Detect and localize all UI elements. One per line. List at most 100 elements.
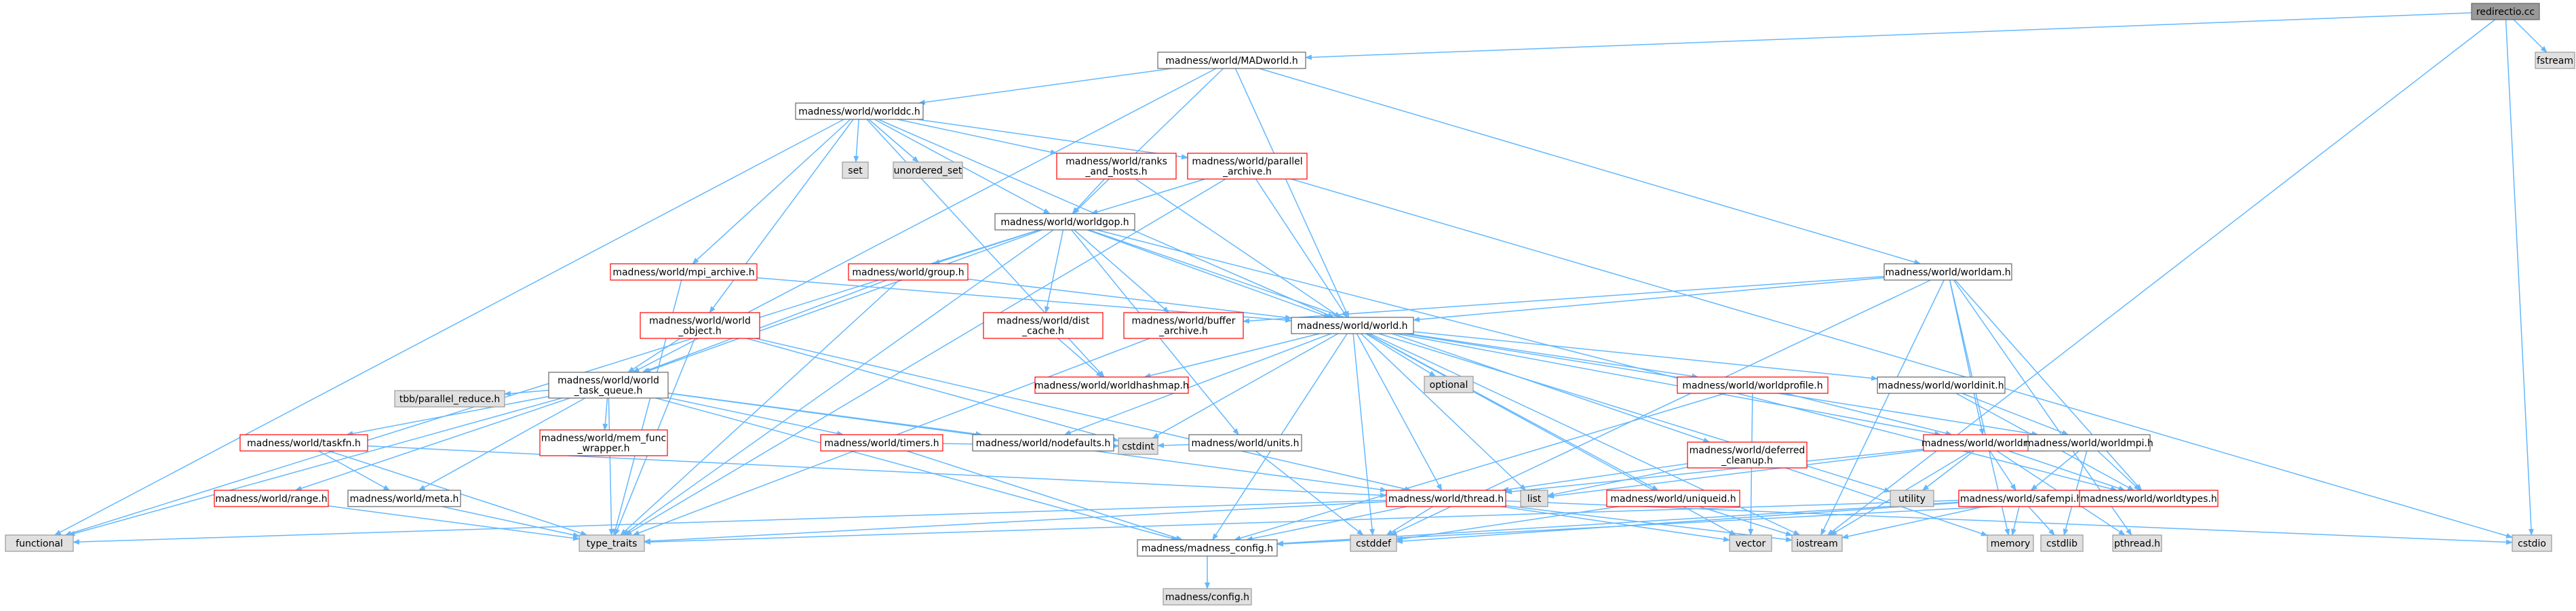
node-box-worldam[interactable] (1884, 263, 2012, 281)
node-box-cstdint[interactable] (1118, 437, 1158, 455)
node-optional[interactable]: optional (1424, 376, 1474, 393)
node-box-mpi_archive[interactable] (610, 263, 758, 281)
node-nodefaults[interactable]: madness/world/nodefaults.h (972, 434, 1114, 452)
edge-world_object-to-world_task_queue (627, 338, 681, 373)
node-box-worldprofile[interactable] (1677, 376, 1829, 394)
node-mem_func[interactable]: madness/world/mem_func_wrapper.h (539, 429, 668, 456)
node-box-worldinit[interactable] (1877, 376, 2006, 394)
node-memory[interactable]: memory (1987, 534, 2034, 552)
node-box-parallel_archive[interactable] (1187, 153, 1308, 180)
node-box-world[interactable] (1291, 317, 1414, 334)
node-box-worldmpi[interactable] (2027, 434, 2151, 452)
node-box-uniqueid[interactable] (1606, 490, 1740, 507)
node-madworld[interactable]: madness/world/MADworld.h (1157, 52, 1306, 69)
node-box-functional[interactable] (5, 534, 74, 552)
node-box-unordered_set[interactable] (893, 161, 963, 179)
node-box-dist_cache[interactable] (983, 312, 1104, 339)
node-fstream[interactable]: fstream (2535, 52, 2575, 69)
node-world_object[interactable]: madness/world/world_object.h (640, 312, 760, 339)
node-mpi_archive[interactable]: madness/world/mpi_archive.h (610, 263, 758, 281)
node-box-worlddc[interactable] (795, 102, 924, 120)
node-utility[interactable]: utility (1890, 490, 1934, 507)
node-dist_cache[interactable]: madness/world/dist_cache.h (983, 312, 1104, 339)
node-madness_config[interactable]: madness/madness_config.h (1137, 539, 1278, 557)
node-box-cstdio[interactable] (2512, 534, 2552, 552)
node-box-deferred_cleanup[interactable] (1687, 441, 1808, 469)
node-box-config[interactable] (1163, 588, 1252, 606)
node-thread[interactable]: madness/world/thread.h (1386, 490, 1506, 507)
node-box-memory[interactable] (1987, 534, 2034, 552)
node-box-cstdlib[interactable] (2040, 534, 2084, 552)
node-box-tbb[interactable] (394, 390, 505, 408)
node-box-worldgop[interactable] (994, 213, 1135, 231)
node-buffer_archive[interactable]: madness/world/buffer_archive.h (1123, 312, 1244, 339)
node-vector[interactable]: vector (1729, 534, 1772, 552)
node-worldtypes[interactable]: madness/world/worldtypes.h (2079, 490, 2219, 507)
node-type_traits[interactable]: type_traits (579, 534, 645, 552)
node-box-redirectio[interactable] (2471, 3, 2540, 20)
node-box-madness_config[interactable] (1137, 539, 1278, 557)
node-redirectio[interactable]: redirectio.cc (2471, 3, 2540, 20)
node-uniqueid[interactable]: madness/world/uniqueid.h (1606, 490, 1740, 507)
node-box-nodefaults[interactable] (972, 434, 1114, 452)
node-box-world_object[interactable] (640, 312, 760, 339)
node-box-type_traits[interactable] (579, 534, 645, 552)
node-worldprofile[interactable]: madness/world/worldprofile.h (1677, 376, 1829, 394)
node-cstdint[interactable]: cstdint (1118, 437, 1158, 455)
node-pthread[interactable]: pthread.h (2112, 534, 2162, 552)
node-box-meta[interactable] (347, 490, 461, 507)
node-box-mem_func[interactable] (539, 429, 668, 456)
node-box-madworld[interactable] (1157, 52, 1306, 69)
node-box-set[interactable] (842, 161, 869, 179)
node-meta[interactable]: madness/world/meta.h (347, 490, 461, 507)
node-box-timers[interactable] (820, 434, 943, 452)
node-taskfn[interactable]: madness/world/taskfn.h (239, 434, 368, 452)
node-box-thread[interactable] (1386, 490, 1506, 507)
node-unordered_set[interactable]: unordered_set (893, 161, 963, 179)
node-box-fstream[interactable] (2535, 52, 2575, 69)
node-box-world_task_queue[interactable] (548, 372, 669, 399)
node-config[interactable]: madness/config.h (1163, 588, 1252, 606)
node-box-units[interactable] (1188, 434, 1302, 452)
node-box-worldtypes[interactable] (2079, 490, 2219, 507)
node-worlddc[interactable]: madness/world/worlddc.h (795, 102, 924, 120)
node-deferred_cleanup[interactable]: madness/world/deferred_cleanup.h (1687, 441, 1808, 469)
node-box-taskfn[interactable] (239, 434, 368, 452)
node-parallel_archive[interactable]: madness/world/parallel_archive.h (1187, 153, 1308, 180)
node-worldinit[interactable]: madness/world/worldinit.h (1877, 376, 2006, 394)
node-box-worldhashmap[interactable] (1034, 376, 1189, 394)
node-functional[interactable]: functional (5, 534, 74, 552)
node-box-group[interactable] (848, 263, 969, 281)
node-timers[interactable]: madness/world/timers.h (820, 434, 943, 452)
node-box-safempi[interactable] (1958, 490, 2084, 507)
node-tbb[interactable]: tbb/parallel_reduce.h (394, 390, 505, 408)
node-group[interactable]: madness/world/group.h (848, 263, 969, 281)
node-ranks[interactable]: madness/world/ranks_and_hosts.h (1056, 153, 1177, 180)
node-worldam[interactable]: madness/world/worldam.h (1884, 263, 2012, 281)
edge-world_task_queue-to-type_traits (608, 397, 614, 536)
node-cstddef[interactable]: cstddef (1350, 534, 1397, 552)
node-box-vector[interactable] (1729, 534, 1772, 552)
node-worldgop[interactable]: madness/world/worldgop.h (994, 213, 1135, 231)
node-worldhashmap[interactable]: madness/world/worldhashmap.h (1034, 376, 1189, 394)
node-range[interactable]: madness/world/range.h (214, 490, 329, 507)
node-set[interactable]: set (842, 161, 869, 179)
node-worldmpi[interactable]: madness/world/worldmpi.h (2025, 434, 2153, 452)
node-box-pthread[interactable] (2112, 534, 2162, 552)
node-box-buffer_archive[interactable] (1123, 312, 1244, 339)
node-world_task_queue[interactable]: madness/world/world_task_queue.h (548, 372, 669, 399)
node-list[interactable]: list (1520, 490, 1548, 507)
node-box-iostream[interactable] (1791, 534, 1843, 552)
node-box-range[interactable] (214, 490, 329, 507)
node-safempi[interactable]: madness/world/safempi.h (1958, 490, 2084, 507)
node-box-list[interactable] (1520, 490, 1548, 507)
node-box-optional[interactable] (1424, 376, 1474, 393)
node-iostream[interactable]: iostream (1791, 534, 1843, 552)
node-box-ranks[interactable] (1056, 153, 1177, 180)
node-cstdio[interactable]: cstdio (2512, 534, 2552, 552)
node-cstdlib[interactable]: cstdlib (2040, 534, 2084, 552)
node-world[interactable]: madness/world/world.h (1291, 317, 1414, 334)
node-box-cstddef[interactable] (1350, 534, 1397, 552)
node-box-utility[interactable] (1890, 490, 1934, 507)
node-units[interactable]: madness/world/units.h (1188, 434, 1302, 452)
